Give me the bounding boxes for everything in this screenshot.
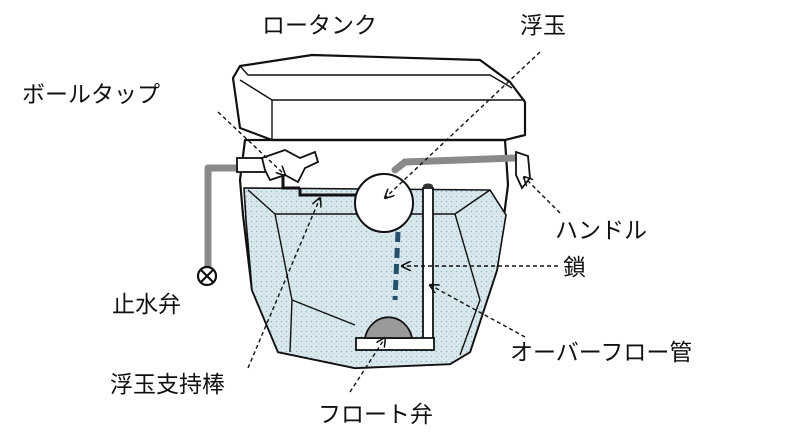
leader-float-arm [247,198,320,369]
float-ball [354,173,414,233]
label-flapper-valve: フロート弁 [318,402,433,428]
label-overflow-pipe: オーバーフロー管 [510,340,692,366]
supply-pipe [204,164,245,270]
leader-float-ball [385,51,541,198]
label-float-arm: 浮玉支持棒 [110,372,225,398]
label-low-tank: ロータンク [262,13,377,39]
leader-handle [524,177,561,214]
overflow-pipe [422,183,434,344]
ball-tap [236,149,320,190]
label-stop-valve: 止水弁 [112,292,181,318]
labels: ロータンク 浮玉 ボールタップ ハンドル 鎖 止水弁 オーバーフロー管 浮玉支持… [22,13,692,428]
stop-valve-symbol [196,265,218,287]
label-float-ball: 浮玉 [520,13,566,39]
flapper-valve [355,316,435,351]
leader-lines [217,51,561,393]
label-ball-tap: ボールタップ [22,82,160,108]
tank-lid [231,53,527,142]
chain [392,231,401,301]
leader-flapper-valve [349,338,385,393]
leader-ball-tap [217,111,285,175]
label-handle: ハンドル [555,218,647,244]
float-arm [298,188,360,197]
tank-water [243,187,507,369]
label-chain: 鎖 [563,255,586,281]
